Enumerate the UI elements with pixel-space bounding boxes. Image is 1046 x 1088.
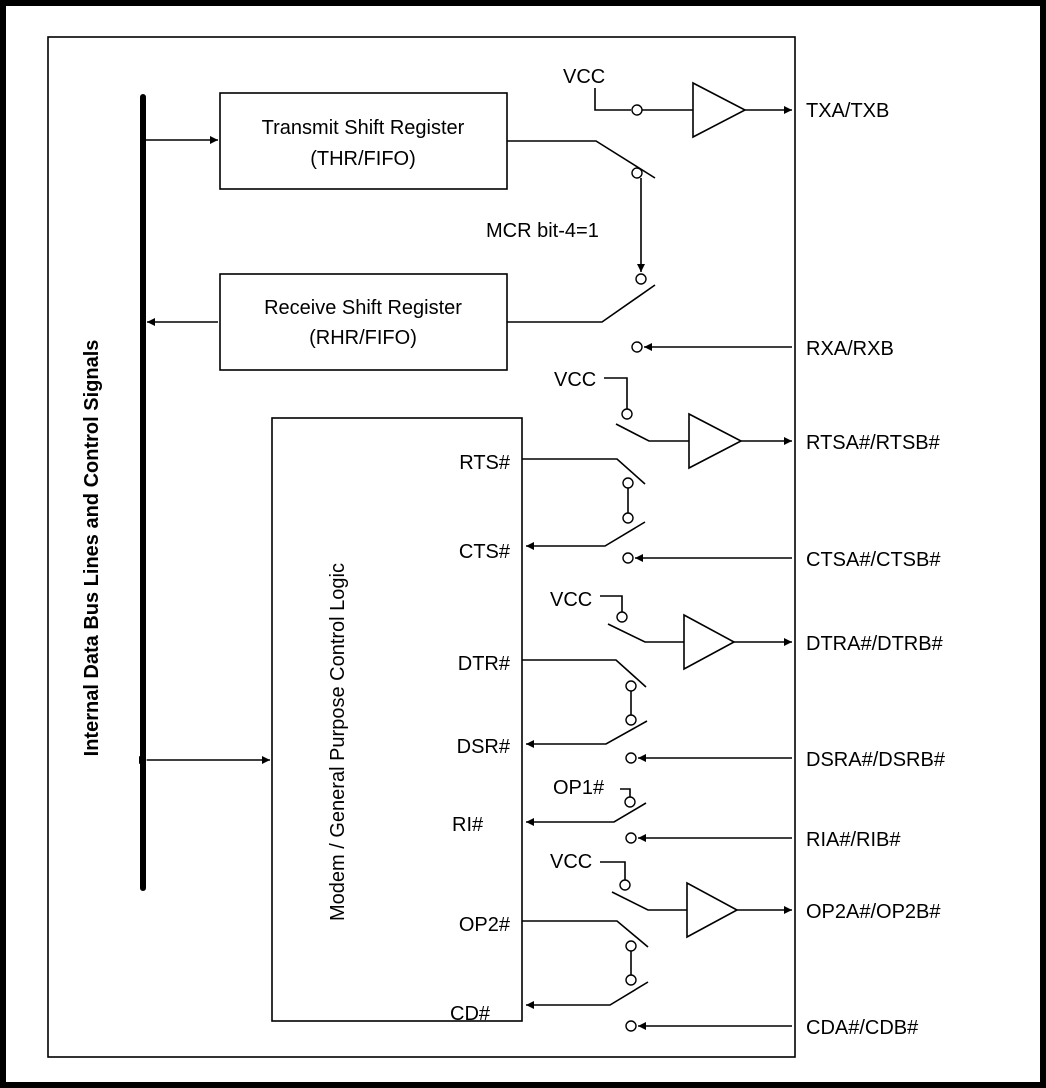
signal-cts: CTS# [459,541,511,563]
pin-op2: OP2A#/OP2B# [806,901,941,923]
signal-rts: RTS# [459,452,511,474]
signal-cd: CD# [450,1003,491,1025]
op1-line [620,788,631,797]
op2-line-blade [522,920,649,948]
ri-blade-arrow [526,802,647,826]
cd-blade-arrow [526,981,649,1009]
op2-loop-contact-bottom [625,974,637,986]
control-logic-box [271,417,523,1022]
dtr-loop-contact-top [625,680,637,692]
op2-driver-triangle [686,881,739,939]
cts-switch-contact [622,552,634,564]
ri-switch-contact [625,832,637,844]
vcc-line-dtr [600,595,623,612]
rts-vcc-contact [621,408,633,420]
signal-ri: RI# [452,814,484,836]
rx-switch-contact [631,341,643,353]
rts-loop-contact-bottom [622,512,634,524]
dtr-vcc-contact [616,611,628,623]
pin-cts: CTSA#/CTSB# [806,549,941,571]
pin-dtr: DTRA#/DTRB# [806,633,944,655]
thr-switch-blade [507,140,656,179]
vcc-label-op2: VCC [550,851,592,873]
tx-driver-triangle [692,81,747,139]
bus-label: Internal Data Bus Lines and Control Sign… [81,340,103,757]
signal-op2: OP2# [459,914,511,936]
vcc-line-rts [604,377,628,409]
cts-blade-arrow [526,521,646,550]
dtr-line-blade [522,659,647,688]
pin-tx: TXA/TXB [806,100,889,122]
pin-rts: RTSA#/RTSB# [806,432,941,454]
dtr-driver-blade [607,623,684,643]
loopback-label: MCR bit-4=1 [486,220,599,242]
vcc-label-tx: VCC [563,66,605,88]
pin-cd: CDA#/CDB# [806,1017,919,1039]
op1-contact [624,796,636,808]
rts-line-blade [522,458,646,485]
control-logic-label: Modem / General Purpose Control Logic [327,563,349,921]
transmit-label-line2: (THR/FIFO) [310,148,416,170]
thr-switch-contact [631,167,643,179]
vcc-label-dtr: VCC [550,589,592,611]
transmit-shift-register-box [219,92,508,190]
dtr-driver-triangle [683,613,736,671]
rts-loop-contact-top [622,477,634,489]
op2-loop-contact-top [625,940,637,952]
rts-driver-blade [615,423,689,442]
pin-rx: RXA/RXB [806,338,894,360]
op2-driver-blade [611,891,687,911]
signal-dsr: DSR# [457,736,511,758]
vcc-line-tx [594,88,631,111]
tx-switch-contact [631,104,643,116]
receive-shift-register-box [219,273,508,371]
transmit-label-line1: Transmit Shift Register [262,117,465,139]
dtr-loop-contact-bottom [625,714,637,726]
rts-driver-triangle [688,412,743,470]
signal-dtr: DTR# [458,653,511,675]
dsr-switch-contact [625,752,637,764]
op1-label: OP1# [553,777,605,799]
cd-switch-contact [625,1020,637,1032]
op2-vcc-contact [619,879,631,891]
rhr-switch-contact [635,273,647,285]
dsr-blade-arrow [526,720,648,748]
vcc-line-op2 [600,861,626,880]
pin-dsr: DSRA#/DSRB# [806,749,946,771]
pin-ri: RIA#/RIB# [806,829,901,851]
vcc-label-rts: VCC [554,369,596,391]
rhr-switch-blade [507,284,656,323]
chip-boundary [47,36,796,1058]
receive-label-line1: Receive Shift Register [264,297,462,319]
receive-label-line2: (RHR/FIFO) [309,327,417,349]
